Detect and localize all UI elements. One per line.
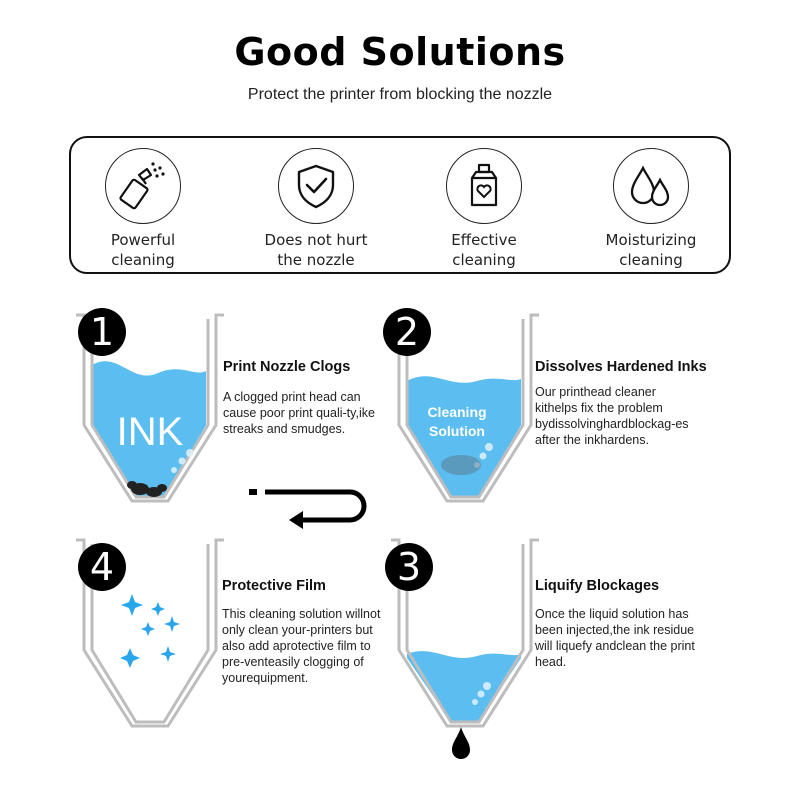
step-2-title: Dissolves Hardened Inks: [535, 359, 707, 375]
feature-effective-cleaning: Effective cleaning: [409, 148, 559, 270]
step-3-title: Liquify Blockages: [535, 578, 660, 594]
feature-not-hurt-nozzle: Does not hurt the nozzle: [241, 148, 391, 270]
bottle-heart-icon: [446, 148, 522, 224]
step-3-funnel-graphic: [391, 538, 539, 759]
step-1-text: A clogged print head can cause poor prin…: [223, 390, 375, 436]
return-arrow-icon: [249, 489, 367, 529]
feature-label: Powerful cleaning: [110, 231, 176, 269]
step-1-title: Print Nozzle Clogs: [223, 359, 351, 375]
step-4-title: Protective Film: [222, 578, 326, 594]
step-4-funnel-graphic: [76, 538, 224, 728]
feature-powerful-cleaning: Powerful cleaning: [68, 148, 218, 270]
step-3-number: 3: [385, 543, 433, 591]
cleaning-solution-label-line1: Cleaning: [427, 404, 486, 420]
step-1-number: 1: [78, 308, 126, 356]
feature-label: Does not hurt the nozzle: [264, 231, 368, 269]
step-4-number: 4: [78, 543, 126, 591]
water-drops-icon: [613, 148, 689, 224]
step-2-funnel-graphic: Cleaning Solution: [391, 313, 539, 503]
feature-moisturizing-cleaning: Moisturizing cleaning: [576, 148, 726, 270]
sparkle-icon: [120, 594, 180, 668]
feature-label: Effective cleaning: [451, 231, 517, 269]
step-3-text: Once the liquid solution has been inject…: [535, 607, 695, 669]
step-2-number: 2: [383, 308, 431, 356]
ink-label: INK: [117, 410, 184, 454]
ink-drop-icon: [452, 727, 470, 759]
feature-label: Moisturizing cleaning: [605, 231, 697, 269]
step-2-text: Our printhead cleaner kithelps fix the p…: [535, 385, 689, 447]
spray-bottle-icon: [105, 148, 181, 224]
page-title: Good Solutions: [234, 30, 566, 74]
cleaning-solution-label-line2: Solution: [429, 423, 485, 439]
shield-check-icon: [278, 148, 354, 224]
features-panel: Powerful cleaning Does not hurt the nozz…: [69, 136, 731, 274]
page-subtitle: Protect the printer from blocking the no…: [247, 86, 553, 103]
step-1-funnel-graphic: INK: [76, 313, 224, 503]
step-4-text: This cleaning solution willnot only clea…: [222, 607, 381, 685]
